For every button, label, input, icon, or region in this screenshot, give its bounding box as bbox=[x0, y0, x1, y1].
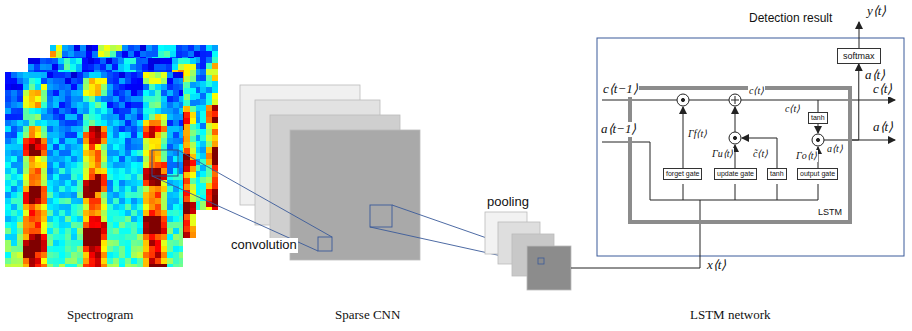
node-text: softmax bbox=[843, 51, 875, 61]
stage-caption: Spectrogram bbox=[66, 308, 134, 323]
wire bbox=[689, 100, 729, 101]
gate-box: update gate bbox=[714, 168, 757, 180]
stage-caption: Sparse CNN bbox=[334, 308, 401, 323]
projection-line bbox=[178, 150, 332, 237]
signal-name: x⟨t⟩ bbox=[706, 258, 727, 273]
wire bbox=[602, 142, 818, 200]
stage-caption: LSTM network bbox=[689, 308, 772, 323]
add-cross bbox=[731, 96, 739, 104]
node-text: output gate bbox=[800, 170, 835, 177]
wire bbox=[859, 22, 860, 48]
multiply-dot bbox=[816, 138, 819, 141]
gate-box: tanh bbox=[767, 168, 787, 180]
softmax-box: softmax bbox=[837, 48, 881, 64]
gate-box: forget gate bbox=[663, 168, 702, 180]
wire bbox=[818, 124, 819, 133]
wire bbox=[818, 100, 819, 112]
receptive-field bbox=[152, 150, 178, 176]
feature-map bbox=[290, 130, 420, 260]
lstm-operators bbox=[677, 94, 824, 146]
signal-name: a⟨t−1⟩ bbox=[600, 122, 637, 137]
spectrogram-selection bbox=[152, 150, 178, 176]
signal-name: a⟨t⟩ bbox=[872, 120, 894, 135]
multiply-symbol bbox=[812, 134, 824, 146]
conv-projection bbox=[152, 150, 544, 264]
cnn-feature-maps bbox=[240, 85, 420, 260]
wire bbox=[824, 140, 895, 141]
node-text: LSTM bbox=[818, 207, 842, 217]
conv-target bbox=[318, 237, 332, 251]
signal-name: a⟨t⟩ bbox=[864, 68, 886, 83]
add-symbol bbox=[729, 94, 741, 106]
node-text: tanh bbox=[770, 170, 784, 177]
signal-name: c⟨t⟩ bbox=[784, 103, 801, 115]
output-label: Detection result bbox=[748, 12, 833, 26]
connector bbox=[852, 64, 859, 140]
signal-name: c⟨t⟩ bbox=[872, 82, 893, 97]
signal-name: Γf⟨t⟩ bbox=[687, 128, 708, 140]
signal-name: c̃⟨t⟩ bbox=[752, 148, 769, 160]
network-frame bbox=[597, 38, 904, 256]
spectrogram bbox=[28, 58, 196, 238]
spectrogram-stack bbox=[5, 45, 218, 267]
multiply-dot bbox=[733, 136, 736, 139]
pool-window bbox=[370, 205, 392, 227]
node-text: update gate bbox=[717, 170, 754, 177]
operation-label: convolution bbox=[230, 238, 298, 253]
wire bbox=[602, 100, 677, 101]
spectrogram bbox=[5, 72, 183, 267]
signal-name: y⟨t⟩ bbox=[866, 4, 887, 19]
wire bbox=[683, 107, 684, 168]
pooled-maps bbox=[485, 212, 571, 290]
signal-name: a⟨t⟩ bbox=[826, 143, 844, 155]
gate-box: output gate bbox=[797, 168, 838, 180]
wire bbox=[571, 200, 700, 268]
signal-name: c⟨t−1⟩ bbox=[602, 82, 639, 97]
wire bbox=[683, 184, 818, 200]
signal-name: c⟨t⟩ bbox=[748, 85, 765, 97]
wire bbox=[735, 145, 736, 168]
multiply-symbol bbox=[677, 94, 689, 106]
pool-target bbox=[538, 258, 544, 264]
multiply-dot bbox=[681, 98, 684, 101]
operation-label: pooling bbox=[486, 195, 530, 210]
pooled-map bbox=[527, 246, 571, 290]
signal-name: Γu⟨t⟩ bbox=[711, 148, 734, 160]
lstm-wiring bbox=[571, 22, 895, 268]
node-text: forget gate bbox=[666, 170, 699, 177]
activation-box: tanh bbox=[808, 112, 828, 124]
wire bbox=[735, 107, 736, 132]
spectrogram bbox=[50, 45, 218, 210]
node-text: tanh bbox=[811, 114, 825, 121]
wire bbox=[742, 138, 777, 168]
multiply-symbol bbox=[729, 132, 741, 144]
signal-name: Γo⟨t⟩ bbox=[795, 150, 818, 162]
